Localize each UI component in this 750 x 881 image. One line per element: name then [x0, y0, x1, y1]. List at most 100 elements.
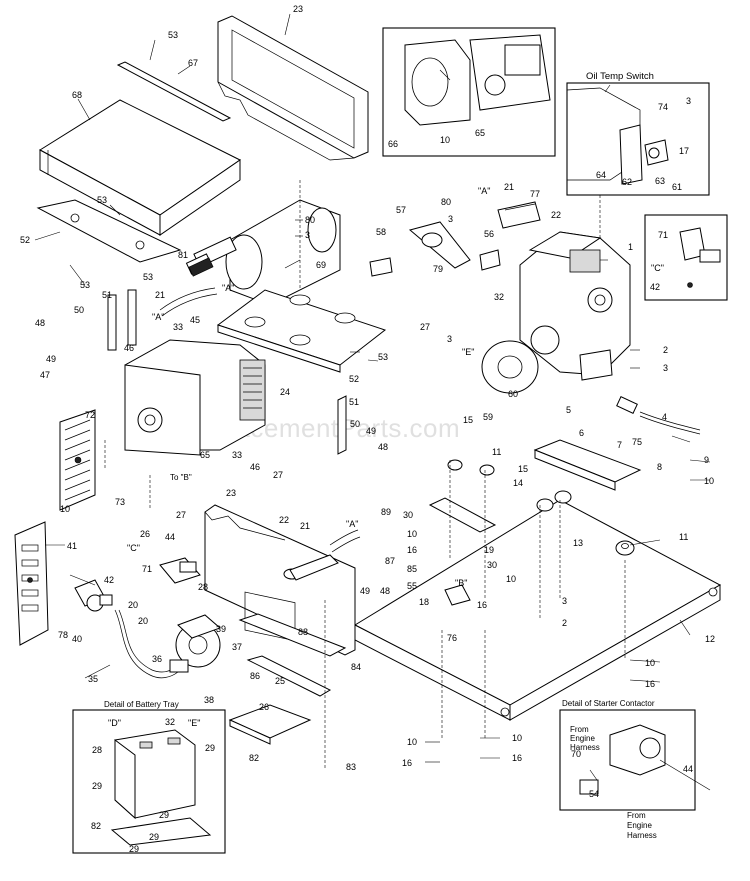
harness-label-2-line-3: Harness: [627, 831, 657, 840]
rear-panel: [217, 15, 369, 161]
callout: 42: [104, 575, 114, 585]
connector-label: "A": [346, 519, 358, 529]
connector-label: To "B": [170, 473, 192, 482]
connector-label: "A": [222, 283, 234, 293]
callout: 63: [655, 176, 665, 186]
callout: 24: [280, 387, 290, 397]
callout: 71: [142, 564, 152, 574]
callout: 44: [165, 532, 175, 542]
inset-starter-contactor: [559, 709, 696, 811]
harness-label-1-line-1: From: [570, 725, 589, 734]
exhaust-manifold: [408, 221, 471, 269]
callout: 29: [205, 743, 215, 753]
engine-adapter-plate: [481, 340, 539, 394]
muffler-mount-plate: [216, 289, 387, 373]
callout: 49: [366, 426, 376, 436]
callout: 15: [463, 415, 473, 425]
callout: 85: [407, 564, 417, 574]
vibration-mounts: [447, 459, 635, 556]
callout: 51: [102, 290, 112, 300]
connector-label: "C": [127, 543, 140, 553]
callout: 21: [155, 290, 165, 300]
callout: 88: [298, 627, 308, 637]
callout: 76: [447, 633, 457, 643]
callout: 80: [441, 197, 451, 207]
inset-connector-c: [644, 214, 728, 301]
callout: 3: [447, 334, 452, 344]
callout: 29: [92, 781, 102, 791]
callout: 52: [349, 374, 359, 384]
callout: 65: [200, 450, 210, 460]
hose-a: [329, 529, 361, 553]
muffler: [185, 199, 341, 306]
callout: 68: [72, 90, 82, 100]
callout: 47: [40, 370, 50, 380]
callout: 10: [704, 476, 714, 486]
leader-lines: [34, 13, 711, 791]
callout: 27: [273, 470, 283, 480]
callout: 4: [662, 412, 667, 422]
callout: 26: [140, 529, 150, 539]
exhaust-pipe: [159, 287, 218, 317]
callout: 25: [275, 676, 285, 686]
connector-label: "E": [188, 718, 200, 728]
callout: 22: [551, 210, 561, 220]
callout: 62: [622, 177, 632, 187]
alternator: [124, 339, 266, 456]
callout: 59: [483, 412, 493, 422]
control-panel: [204, 504, 356, 656]
harness-label-2-line-2: Engine: [627, 821, 652, 830]
callout: 82: [91, 821, 101, 831]
callout: 2: [663, 345, 668, 355]
part-callouts: 23 53 67 68 53 52 53 80 3 81 69 53 21 45…: [20, 4, 715, 854]
callout: 60: [508, 389, 518, 399]
callout: 75: [632, 437, 642, 447]
callout: 20: [128, 600, 138, 610]
air-filter: [497, 201, 541, 229]
callout: 53: [80, 280, 90, 290]
callout: 36: [152, 654, 162, 664]
callout: 10: [407, 737, 417, 747]
top-cover-panel: [39, 99, 241, 236]
callout: 39: [216, 624, 226, 634]
fuel-regulator: [74, 579, 179, 679]
callout: 84: [351, 662, 361, 672]
callout: 89: [381, 507, 391, 517]
callout: 49: [360, 586, 370, 596]
callout: 65: [475, 128, 485, 138]
callout: 9: [704, 455, 709, 465]
assembly-lines: [104, 180, 626, 770]
callout: 3: [663, 363, 668, 373]
engine: [519, 231, 631, 381]
callout: 19: [484, 545, 494, 555]
callout: 29: [149, 832, 159, 842]
callout: 26: [259, 702, 269, 712]
callout: 7: [617, 440, 622, 450]
callout: 48: [378, 442, 388, 452]
callout: 16: [402, 758, 412, 768]
callout: 50: [350, 419, 360, 429]
callout: 21: [300, 521, 310, 531]
callout: 80: [305, 215, 315, 225]
muffler-spring: [188, 257, 214, 277]
callout: 32: [165, 717, 175, 727]
crossbar: [283, 554, 339, 581]
callout: 12: [705, 634, 715, 644]
callout: 23: [293, 4, 303, 14]
callout: 5: [566, 405, 571, 415]
inset-engine-side: [382, 27, 556, 157]
battery-bracket: [228, 704, 312, 745]
callout: 61: [672, 182, 682, 192]
callout: 29: [159, 810, 169, 820]
battery-tray-plate: [533, 439, 642, 491]
callout: 13: [573, 538, 583, 548]
callout: 78: [58, 630, 68, 640]
callout: 82: [249, 753, 259, 763]
callout: 57: [396, 205, 406, 215]
harness-label-2-line-1: From: [627, 811, 646, 820]
callout: 33: [232, 450, 242, 460]
callout: 72: [85, 410, 95, 420]
cover-bracket: [36, 199, 182, 263]
callout: 49: [46, 354, 56, 364]
